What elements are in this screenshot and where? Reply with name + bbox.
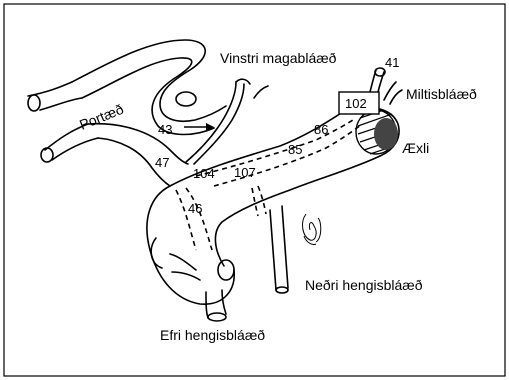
label-inferior-mesenteric-vein: Neðri hengisbláæð <box>305 277 423 293</box>
num-104: 104 <box>193 166 215 181</box>
pancreas-body-shape <box>147 107 399 304</box>
label-splenic-vein: Miltisbláæð <box>406 86 477 102</box>
portal-vein-shape <box>28 40 226 186</box>
num-86: 86 <box>314 122 328 137</box>
label-superior-mesenteric-vein: Efri hengisbláæð <box>160 327 265 343</box>
left-gastric-vein-shape <box>186 79 268 164</box>
num-46: 46 <box>188 201 202 216</box>
num-41: 41 <box>385 55 399 70</box>
signature-mark <box>303 214 321 245</box>
num-102: 102 <box>345 96 367 111</box>
num-43: 43 <box>158 122 172 137</box>
label-tumor: Æxli <box>402 140 429 156</box>
label-portal-vein: Portæð <box>77 101 126 133</box>
label-left-gastric-vein: Vinstri magabláæð <box>220 50 337 66</box>
superior-mesenteric-vein-shape <box>170 254 226 321</box>
num-85: 85 <box>288 142 302 157</box>
lymph-chain-lines <box>176 118 362 250</box>
inferior-mesenteric-vein-shape <box>270 206 288 293</box>
num-47: 47 <box>155 155 169 170</box>
tumor-shape <box>356 110 398 154</box>
num-107: 107 <box>234 165 256 180</box>
